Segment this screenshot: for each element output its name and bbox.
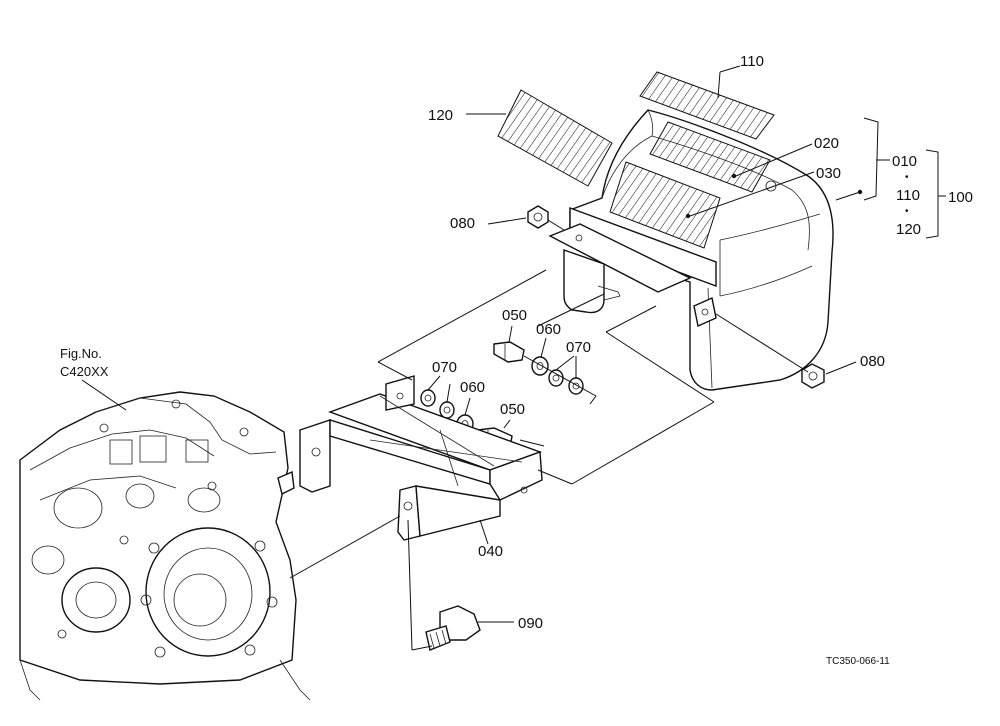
callout-120-group: 120: [896, 221, 921, 238]
callout-030: 030: [816, 165, 841, 182]
callout-020: 020: [814, 135, 839, 152]
washer-070-upper-a: [548, 369, 564, 387]
callout-110-top: 110: [740, 53, 764, 70]
callout-080-upper: 080: [450, 215, 475, 232]
callout-100: 100: [948, 189, 973, 206]
figure-ref-label: Fig.No.: [60, 346, 102, 361]
bracket-040: [299, 375, 543, 541]
callout-110-group: 110: [896, 187, 920, 204]
callout-060-upper: 060: [536, 321, 561, 338]
group-separator-2: •: [905, 206, 909, 217]
label-decal-110: [639, 71, 775, 140]
callout-060-lower: 060: [460, 379, 485, 396]
nut-080-right: [801, 363, 825, 389]
callout-080-right: 080: [860, 353, 885, 370]
figure-ref-number: C420XX: [60, 364, 109, 379]
label-decal-120: [497, 89, 613, 187]
callout-050-upper: 050: [502, 307, 527, 324]
assembly-lines: [81, 65, 946, 651]
callout-070-lower: 070: [432, 359, 457, 376]
callout-090: 090: [518, 615, 543, 632]
nut-080-upper: [527, 205, 549, 229]
transmission-casing: [19, 391, 311, 701]
label-decal-030: [609, 161, 721, 249]
washer-060-upper: [531, 356, 549, 376]
bolt-050-upper: [493, 341, 525, 363]
callout-050-lower: 050: [500, 401, 525, 418]
callout-070-upper: 070: [566, 339, 591, 356]
bolt-090: [425, 605, 481, 651]
callout-010: 010: [892, 153, 917, 170]
drawing-code: TC350-066-11: [826, 656, 890, 667]
washer-070-lower-a: [420, 389, 436, 407]
callout-120-left: 120: [428, 107, 453, 124]
callout-040: 040: [478, 543, 503, 560]
washer-070-lower-b: [439, 401, 455, 419]
group-separator-1: •: [905, 172, 909, 183]
washer-070-upper-b: [568, 377, 584, 395]
